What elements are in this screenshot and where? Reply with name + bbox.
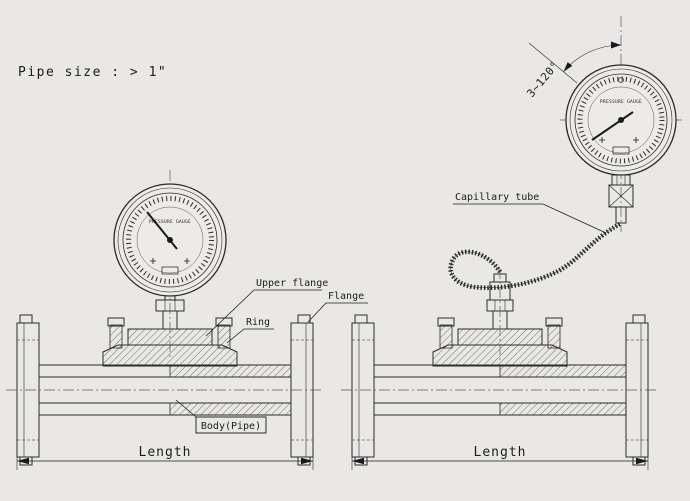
length-label-left: Length bbox=[139, 445, 192, 460]
angle-range-label: 3~120° bbox=[524, 59, 561, 100]
left-assembly: PRESSURE GAUGE Upper flange Flange Ring … bbox=[6, 170, 368, 470]
dimension-left-length: Length bbox=[16, 445, 314, 470]
pipe-size-note: Pipe size : > 1" bbox=[18, 65, 167, 80]
length-label-right: Length bbox=[474, 445, 527, 460]
left-bolt bbox=[439, 324, 453, 349]
left-pipe-body bbox=[38, 364, 292, 416]
left-bolt bbox=[109, 324, 123, 349]
label-body-pipe: Body(Pipe) bbox=[175, 399, 267, 434]
gauge-tick-ring bbox=[577, 76, 665, 164]
upper-flange-label: Upper flange bbox=[256, 278, 328, 289]
capillary-tube-label: Capillary tube bbox=[455, 192, 539, 203]
gauge-label-right: PRESSURE GAUGE bbox=[600, 99, 642, 105]
ring-label: Ring bbox=[246, 317, 270, 328]
pressure-gauge-right: PRESSURE GAUGE bbox=[565, 64, 677, 224]
pressure-gauge-left: PRESSURE GAUGE bbox=[113, 183, 227, 297]
label-capillary-tube: Capillary tube bbox=[453, 192, 607, 234]
label-flange: Flange bbox=[307, 291, 368, 323]
gauge-needle bbox=[146, 211, 178, 250]
gauge-label-left: PRESSURE GAUGE bbox=[149, 219, 191, 225]
right-bolt bbox=[217, 324, 231, 349]
right-bolt bbox=[547, 324, 561, 349]
flange-label: Flange bbox=[328, 291, 364, 302]
right-assembly: PRESSURE GAUGE 3~120° Capillary tube bbox=[341, 16, 682, 470]
capillary-tube bbox=[448, 221, 622, 291]
right-gauge-flange-block bbox=[432, 273, 568, 367]
gauge-needle bbox=[591, 111, 634, 141]
label-ring: Ring bbox=[226, 317, 274, 344]
body-pipe-label: Body(Pipe) bbox=[201, 421, 261, 432]
label-upper-flange: Upper flange bbox=[205, 278, 328, 337]
dimension-right-length: Length bbox=[351, 445, 649, 470]
gauge-tick-ring bbox=[126, 196, 214, 284]
capillary-tube-core bbox=[450, 223, 621, 288]
